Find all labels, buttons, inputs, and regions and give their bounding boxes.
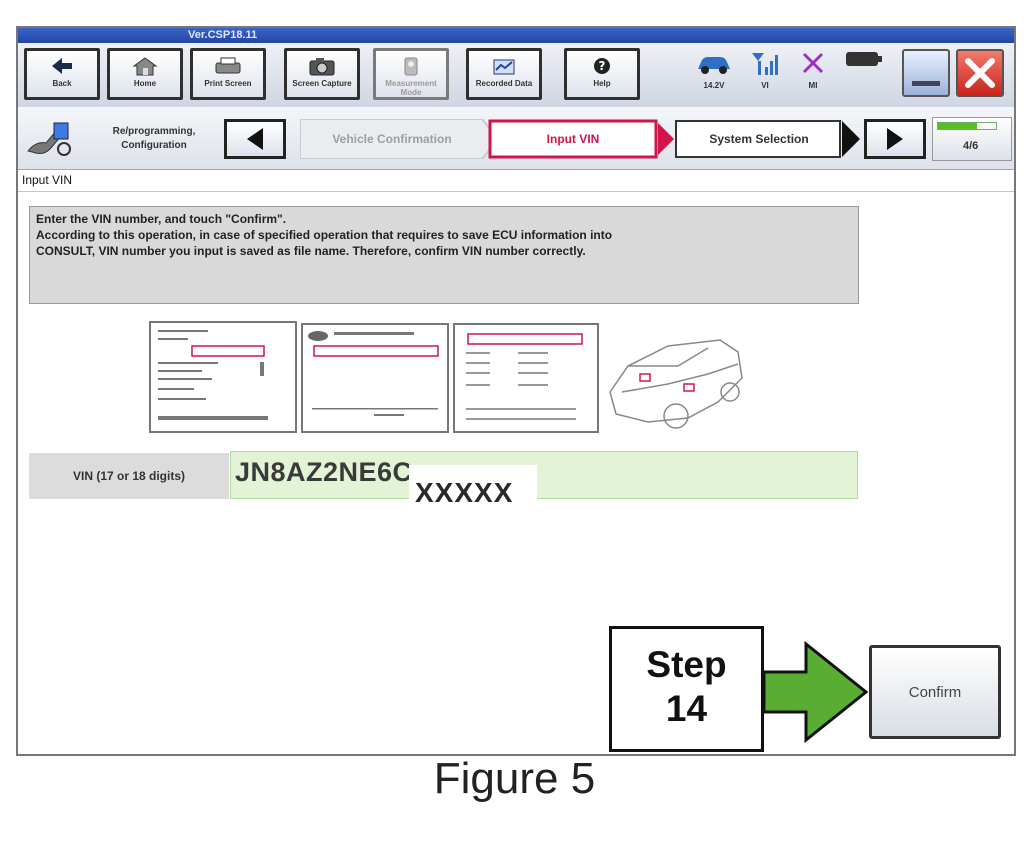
next-step-button[interactable] (864, 119, 926, 159)
home-button[interactable]: Home (107, 48, 183, 100)
instruction-panel: Enter the VIN number, and touch "Confirm… (29, 206, 859, 304)
battery-status: 14.2V (692, 47, 736, 90)
navigation-bar: Re/programming, Configuration Vehicle Co… (18, 107, 1014, 170)
step-input-vin: Input VIN (546, 132, 600, 146)
version-label: Ver.CSP18.11 (188, 29, 258, 41)
back-arrow-icon (52, 58, 72, 74)
print-screen-button[interactable]: Print Screen (190, 48, 266, 100)
vin-label: VIN (17 or 18 digits) (29, 453, 229, 499)
figure-caption: Figure 5 (433, 754, 596, 803)
confirm-button[interactable]: Confirm (869, 645, 1001, 739)
vin-value: JN8AZ2NE6C (235, 457, 413, 487)
vehicle-drawing (609, 339, 743, 429)
instruction-line-2: According to this operation, in case of … (36, 228, 613, 242)
vin-plate-image-3 (453, 323, 599, 433)
step-vehicle-confirmation: Vehicle Confirmation (332, 132, 452, 146)
step-progress: 4/6 (932, 117, 1012, 161)
step-system-selection-shape (675, 120, 860, 158)
help-button[interactable]: ? Help (564, 48, 640, 100)
step-callout: Step 14 (609, 626, 764, 752)
screen-capture-button[interactable]: Screen Capture (284, 48, 360, 100)
vin-plate-image-1 (149, 321, 297, 433)
right-arrow-icon (887, 128, 903, 150)
vin-location-illustration (149, 321, 743, 433)
step-system-selection: System Selection (709, 132, 809, 146)
page-title: Input VIN (18, 169, 1014, 192)
toolbar: Back Home Print Screen Screen Capture Me… (18, 43, 1014, 108)
recorded-data-button[interactable]: Recorded Data (466, 48, 542, 100)
vin-input[interactable]: JN8AZ2NE6C XXXXX (230, 451, 858, 509)
vin-mask-text: XXXXX (415, 477, 514, 508)
instruction-line-1: Enter the VIN number, and touch "Confirm… (36, 212, 287, 226)
progress-track (937, 122, 997, 130)
progress-text: 4/6 (963, 140, 979, 152)
signal-icon (752, 53, 778, 75)
connection-indicator (844, 47, 884, 73)
close-button[interactable] (956, 49, 1004, 97)
step-callout-number: 14 (665, 688, 708, 729)
left-arrow-icon (247, 128, 263, 150)
camera-icon (309, 58, 335, 76)
step-arrow-icon (762, 640, 869, 744)
car-icon (698, 57, 730, 74)
battery-icon (846, 52, 882, 66)
title-bar: Ver.CSP18.11 (18, 28, 1014, 43)
close-icon (965, 58, 995, 88)
recorded-data-icon (493, 59, 515, 75)
previous-step-button[interactable] (224, 119, 286, 159)
consult-window: Ver.CSP18.11 Back Home Print Screen Scre… (16, 26, 1016, 756)
measurement-mode-button[interactable]: Measurement Mode (373, 48, 449, 100)
home-icon (132, 57, 158, 76)
vi-status: VI (748, 47, 782, 90)
vin-redaction: XXXXX (409, 465, 537, 509)
minimize-button[interactable] (902, 49, 950, 97)
svg-text:?: ? (599, 59, 606, 73)
progress-fill (938, 123, 977, 129)
help-icon: ? (594, 58, 610, 74)
instruction-line-3: CONSULT, VIN number you input is saved a… (36, 244, 586, 258)
disconnected-x-icon (802, 52, 824, 74)
back-button[interactable]: Back (24, 48, 100, 100)
measurement-icon (404, 57, 418, 76)
minimize-icon (912, 81, 940, 86)
mi-status: MI (798, 47, 828, 90)
reprogramming-icon (26, 121, 74, 162)
step-callout-title: Step (646, 644, 727, 685)
section-title: Re/programming, Configuration (112, 126, 196, 151)
step-input-vin-shape (488, 119, 674, 159)
printer-icon (215, 57, 241, 74)
